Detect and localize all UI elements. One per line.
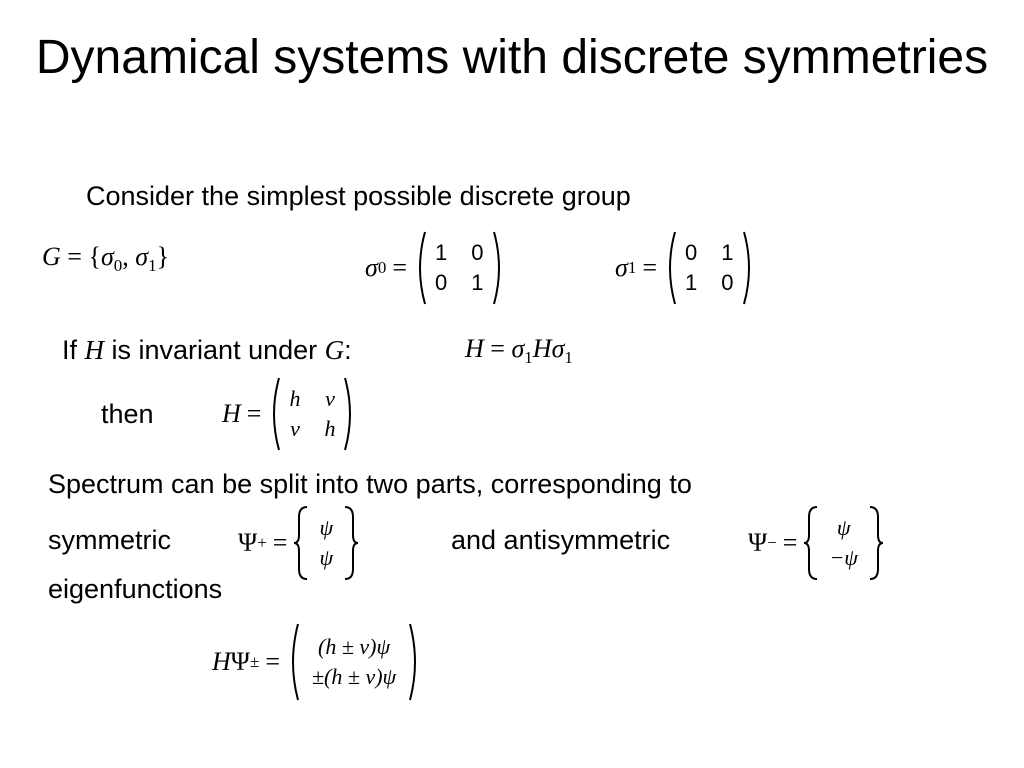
vector-cell: ψ [836, 515, 851, 540]
psi-minus-equation: Ψ− = ψ −ψ [748, 504, 884, 582]
sigma1-equals: = [642, 253, 657, 282]
h-matrix-equation: H = h v v h [222, 376, 357, 452]
psi-minus-vector: ψ −ψ [829, 515, 858, 571]
left-paren-icon [286, 622, 300, 702]
matrix-cell: h [289, 386, 301, 411]
psi-plus-index: + [257, 533, 267, 552]
vector-cell: −ψ [829, 545, 858, 570]
group-eq-open: = { [60, 242, 101, 271]
matrix-cell: v [325, 386, 335, 411]
invariance-equation: H = σ1Hσ1 [465, 334, 573, 368]
vector-cell: (h ± v)ψ [318, 634, 391, 659]
h-symbol: H [212, 647, 231, 676]
symmetric-text: symmetric [48, 525, 171, 555]
matrix-cell: 0 [685, 240, 698, 265]
spectrum-text: Spectrum can be split into two parts, co… [48, 469, 692, 499]
slide-title: Dynamical systems with discrete symmetri… [35, 31, 989, 84]
matrix-cell: v [290, 416, 300, 441]
sigma0-symbol: σ [365, 253, 378, 282]
matrix-cell: 1 [471, 270, 484, 295]
equals-sign: = [782, 528, 798, 557]
matrix-cell: 1 [685, 270, 698, 295]
psi-plus-vector: ψ ψ [319, 515, 333, 571]
right-paren-icon [742, 230, 756, 306]
invariance-statement: If H is invariant under G: [62, 334, 352, 366]
sigma-index: 1 [564, 348, 573, 367]
h-symbol: H [84, 335, 105, 365]
colon-text: : [344, 335, 352, 365]
matrix-cell: h [324, 416, 336, 441]
psi-plus-equation: Ψ+ = ψ ψ [238, 504, 359, 582]
invariant-text: is invariant under [104, 335, 325, 365]
then-text: then [101, 399, 154, 429]
right-brace-icon [868, 505, 884, 581]
sigma0-matrix: 1 0 0 1 [435, 240, 484, 296]
vector-cell: ψ [319, 515, 334, 540]
psi-plus-symbol: Ψ [238, 528, 258, 557]
sigma-symbol: σ [551, 334, 565, 363]
psi-minus-symbol: Ψ [748, 528, 768, 557]
group-symbol: G [42, 242, 61, 271]
psi-index: ± [249, 652, 260, 671]
sigma0-index: 0 [377, 258, 387, 277]
left-brace-icon [293, 505, 309, 581]
matrix-cell: 1 [435, 240, 448, 265]
h-symbol: H [532, 334, 552, 363]
sigma1-symbol: σ [615, 253, 628, 282]
sigma1-index: 1 [627, 258, 637, 277]
equals-sign: = [272, 528, 288, 557]
psi-minus-index: − [767, 533, 777, 552]
matrix-cell: 1 [721, 240, 734, 265]
g-symbol: G [324, 335, 345, 365]
left-brace-icon [803, 505, 819, 581]
sigma0-equals: = [392, 253, 407, 282]
eigen-vector: (h ± v)ψ ±(h ± v)ψ [312, 634, 396, 690]
vector-cell: ±(h ± v)ψ [311, 664, 397, 689]
left-paren-icon [663, 230, 677, 306]
sigma-index: 1 [524, 348, 533, 367]
right-brace-icon [343, 505, 359, 581]
group-sigma-a: σ [100, 242, 114, 271]
matrix-cell: 0 [471, 240, 484, 265]
group-separator: , [122, 242, 136, 271]
matrix-cell: 0 [435, 270, 448, 295]
antisymmetric-text: and antisymmetric [451, 525, 671, 555]
eigenfunctions-text: eigenfunctions [48, 574, 223, 604]
right-paren-icon [492, 230, 506, 306]
equals-sign: = [246, 399, 262, 428]
vector-cell: ψ [319, 545, 334, 570]
h-symbol: H [222, 399, 241, 428]
right-paren-icon [343, 376, 357, 452]
h-matrix: h v v h [289, 386, 335, 442]
group-close: } [156, 242, 170, 271]
if-text: If [62, 335, 85, 365]
right-paren-icon [408, 622, 422, 702]
sigma1-matrix: 0 1 1 0 [685, 240, 734, 296]
intro-text: Consider the simplest possible discrete … [86, 181, 631, 211]
left-paren-icon [267, 376, 281, 452]
psi-symbol: Ψ [230, 647, 250, 676]
equals-sign: = [265, 647, 280, 676]
group-index-1: 1 [148, 256, 157, 275]
group-sigma-b: σ [135, 242, 149, 271]
left-paren-icon [413, 230, 427, 306]
equals-sign: = [483, 334, 512, 363]
h-symbol: H [465, 334, 484, 363]
matrix-cell: 0 [721, 270, 734, 295]
sigma-symbol: σ [511, 334, 525, 363]
group-definition: G = {σ0, σ1} [42, 242, 169, 276]
group-index-0: 0 [113, 256, 123, 275]
